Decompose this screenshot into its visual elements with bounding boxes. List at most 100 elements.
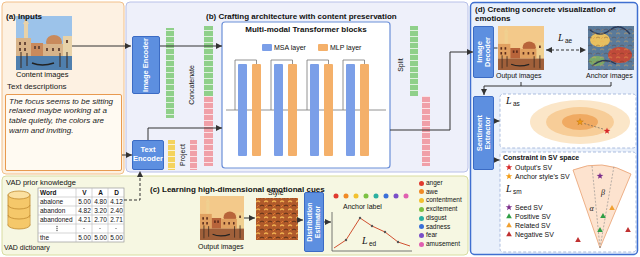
panel-heading: (b) Crafting architecture with content p…: [206, 12, 397, 21]
legend-item: Related SV: [505, 221, 550, 229]
table-cell: 4.21: [77, 217, 92, 224]
box-heading: Text descriptions: [7, 82, 122, 92]
sentiment-extractor: Sentiment Extractor: [473, 96, 494, 170]
table-cell: 5.00: [77, 235, 92, 242]
text-label: VAD prior knowledge: [6, 179, 76, 187]
transformer-block: Multi-modal Transformer blocks: [222, 22, 390, 168]
legend-item: MSA layer: [262, 44, 306, 51]
legend-swatch: [419, 181, 424, 186]
legend-item: amusement: [419, 241, 460, 248]
legend-item: MLP layer: [318, 44, 361, 51]
box-label: Image Encoder: [142, 38, 150, 92]
visualization-panel: (d) Creating concrete visualization of e…: [470, 2, 638, 255]
legend-swatch: [262, 44, 272, 51]
text-label: Content images: [16, 71, 69, 79]
text-label: Constraint in SV space: [503, 154, 579, 161]
legend-label: Anchor style's SV: [515, 173, 570, 180]
flow-arrow: [148, 128, 222, 140]
legend-swatch: [419, 189, 424, 194]
table-cell: abandoned: [40, 217, 75, 224]
architecture-panel: (b) Crafting architecture with content p…: [126, 2, 468, 172]
panel-heading: (c) Learning high-dimensional emotional …: [150, 185, 325, 194]
legend-label: awe: [426, 189, 438, 196]
table-cell: D: [109, 190, 124, 197]
legend-item: Negative SV: [505, 230, 554, 238]
legend-symbol: [505, 212, 513, 220]
legend-label: Seed SV: [515, 204, 543, 211]
legend-label: Output's SV: [515, 164, 552, 171]
legend-swatch: [419, 198, 424, 203]
legend-item: contentment: [419, 197, 462, 204]
table-cell: 2.71: [109, 217, 124, 224]
table-cell: 5.00: [93, 235, 108, 242]
legend-item: excitement: [419, 206, 457, 213]
legend-label: MLP layer: [330, 44, 361, 51]
panel-backgrounds: [2, 2, 638, 255]
legend-swatch: [318, 44, 328, 51]
legend-item: awe: [419, 189, 438, 196]
legend-swatch: [419, 233, 424, 238]
distribution-estimator: Distribution Estimator: [304, 192, 324, 252]
table-cell: A: [93, 190, 108, 197]
table-cell: the: [40, 235, 75, 242]
math-symbol: L: [506, 96, 512, 106]
panel-heading: (d) Creating concrete visualization of e…: [475, 5, 631, 23]
box-label: Sentiment Extractor: [475, 98, 492, 168]
legend-item: fear: [419, 232, 437, 239]
math-symbol: L: [362, 236, 368, 246]
legend-swatch: [419, 216, 424, 221]
legend-label: sadness: [426, 224, 450, 231]
legend-label: contentment: [426, 197, 462, 204]
legend-item: Output's SV: [505, 163, 552, 171]
flow-arrow: [122, 155, 132, 156]
panel-heading: (a) Inputs: [6, 12, 42, 21]
box-label: Image Decoder: [475, 28, 492, 76]
table-cell: 2.70: [93, 217, 108, 224]
legend-swatch: [419, 242, 424, 247]
legend-symbol: [505, 203, 513, 211]
legend-item: disgust: [419, 215, 447, 222]
image-decoder: Image Decoder: [473, 26, 494, 78]
flow-arrow: [160, 46, 222, 47]
sv-space-illustration: [500, 94, 636, 252]
operation-label: Concatenate: [188, 65, 195, 105]
table-cell: 5.00: [109, 235, 124, 242]
legend-label: Related SV: [515, 222, 550, 229]
legend-label: Positive SV: [515, 213, 551, 220]
text-description-box: Text descriptionsThe focus seems to be s…: [5, 82, 122, 171]
legend-symbol: [505, 172, 513, 180]
box-label: Multi-modal Transformer blocks: [222, 25, 390, 34]
input-panel: (a) InputsText descriptionsThe focus see…: [2, 2, 124, 174]
table-cell: 5.00: [77, 199, 92, 206]
text-label: as: [513, 101, 520, 108]
text-label: ae: [565, 38, 572, 45]
text-label: Style: [268, 189, 284, 196]
legend-label: MSA layer: [274, 44, 306, 51]
legend-item: Anchor style's SV: [505, 172, 570, 180]
math-symbol: L: [506, 184, 512, 194]
text-label: Output images: [496, 72, 542, 79]
legend-symbol: [505, 230, 513, 238]
math-symbol: β: [601, 189, 605, 197]
box-label: Distribution Estimator: [306, 194, 321, 250]
legend-label: disgust: [426, 215, 447, 222]
table-cell: 4.82: [77, 208, 92, 215]
transformer-illustration: [222, 22, 390, 168]
legend-label: Negative SV: [515, 231, 554, 238]
text-label: VAD dictionary: [4, 244, 50, 251]
table-cell: 3.20: [93, 208, 108, 215]
vad-dictionary-illustration: [8, 188, 124, 242]
table-cell: abalone: [40, 199, 75, 206]
text-label: Anchor label: [343, 203, 382, 210]
legend-symbol: [505, 221, 513, 229]
anchor-label-chart: [332, 194, 412, 252]
box-label: Text Encoder: [132, 146, 164, 163]
flow-arrow: [390, 52, 473, 130]
table-cell: abandon: [40, 208, 75, 215]
legend-swatch: [419, 224, 424, 229]
legend-swatch: [419, 207, 424, 212]
math-symbol: α: [590, 205, 594, 213]
text-label: ed: [369, 241, 376, 248]
legend-label: fear: [426, 232, 437, 239]
text-label: Output images: [198, 243, 244, 250]
